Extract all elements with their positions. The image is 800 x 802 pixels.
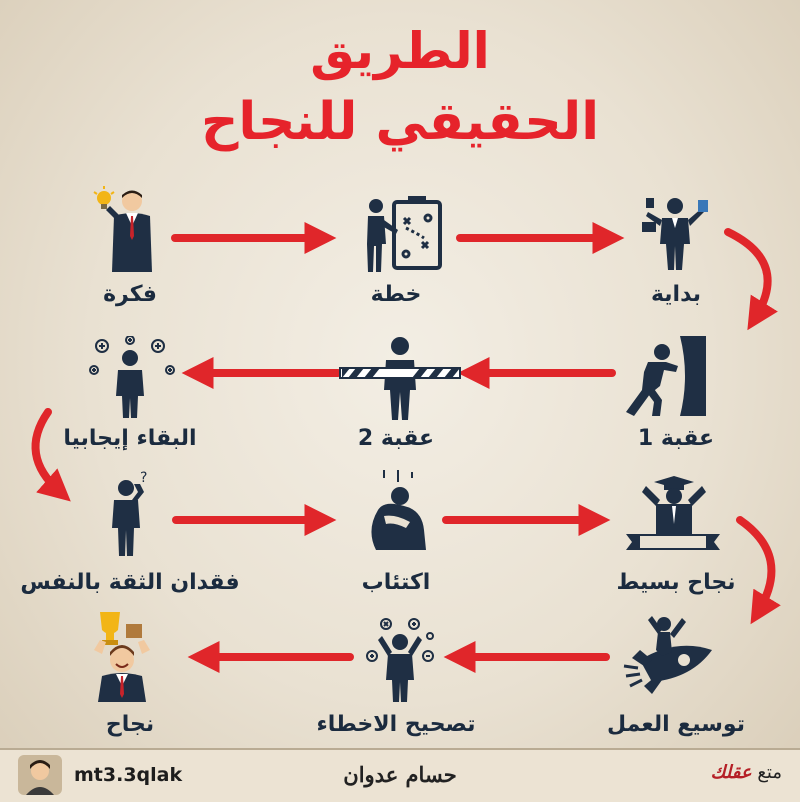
footer-author: حسام عدوان: [343, 762, 457, 787]
step-label-positive: البقاء إيجابيا: [63, 426, 197, 451]
confused-person-icon: ?: [112, 470, 147, 556]
strategy-board-icon: [367, 196, 442, 272]
winner-trophy-icon: [94, 612, 150, 702]
footer-brand: متع عقلك: [711, 762, 782, 783]
arrow-success-to-expansion: [736, 516, 781, 625]
pushing-wall-icon: [626, 336, 706, 416]
arrow-start-to-obstacle1: [724, 228, 778, 331]
step-label-correcting-mistakes: تصحيح الاخطاء: [316, 712, 476, 737]
step-label-success: نجاح: [105, 712, 155, 737]
step-label-depression: اكتئاب: [361, 570, 431, 595]
footer-bar: mt3.3qlak حسام عدوان متع عقلك: [0, 748, 800, 802]
footer-handle: mt3.3qlak: [74, 764, 183, 786]
step-label-plan: خطة: [370, 282, 422, 307]
graduate-banner-icon: [626, 476, 720, 550]
step-label-idea: فكرة: [103, 282, 157, 307]
title-line-2: الحقيقي للنجاح: [200, 92, 600, 152]
step-label-confidence-loss: فقدان الثقة بالنفس: [20, 570, 240, 595]
footer-brand-name: عقلك: [710, 762, 752, 783]
barrier-tape-icon: [339, 337, 461, 420]
svg-text:?: ?: [140, 470, 147, 486]
positive-person-icon: [89, 336, 175, 418]
step-label-start: بداية: [650, 282, 702, 307]
correcting-mistakes-icon: [366, 618, 434, 702]
avatar: [18, 755, 62, 795]
title-line-1: الطريق: [310, 22, 490, 80]
step-label-business-expansion: توسيع العمل: [607, 712, 745, 737]
step-label-obstacle-2: عقبة 2: [357, 426, 435, 451]
step-label-small-success: نجاح بسيط: [616, 570, 736, 595]
depressed-person-icon: [371, 470, 426, 550]
businessman-lightbulb-icon: [93, 186, 152, 272]
arrow-positive-to-confidence: [31, 408, 71, 502]
rocket-icon: [623, 616, 712, 694]
busy-businessman-icon: [642, 198, 708, 270]
step-label-obstacle-1: عقبة 1: [637, 426, 715, 451]
footer-brand-prefix: متع: [757, 762, 782, 783]
